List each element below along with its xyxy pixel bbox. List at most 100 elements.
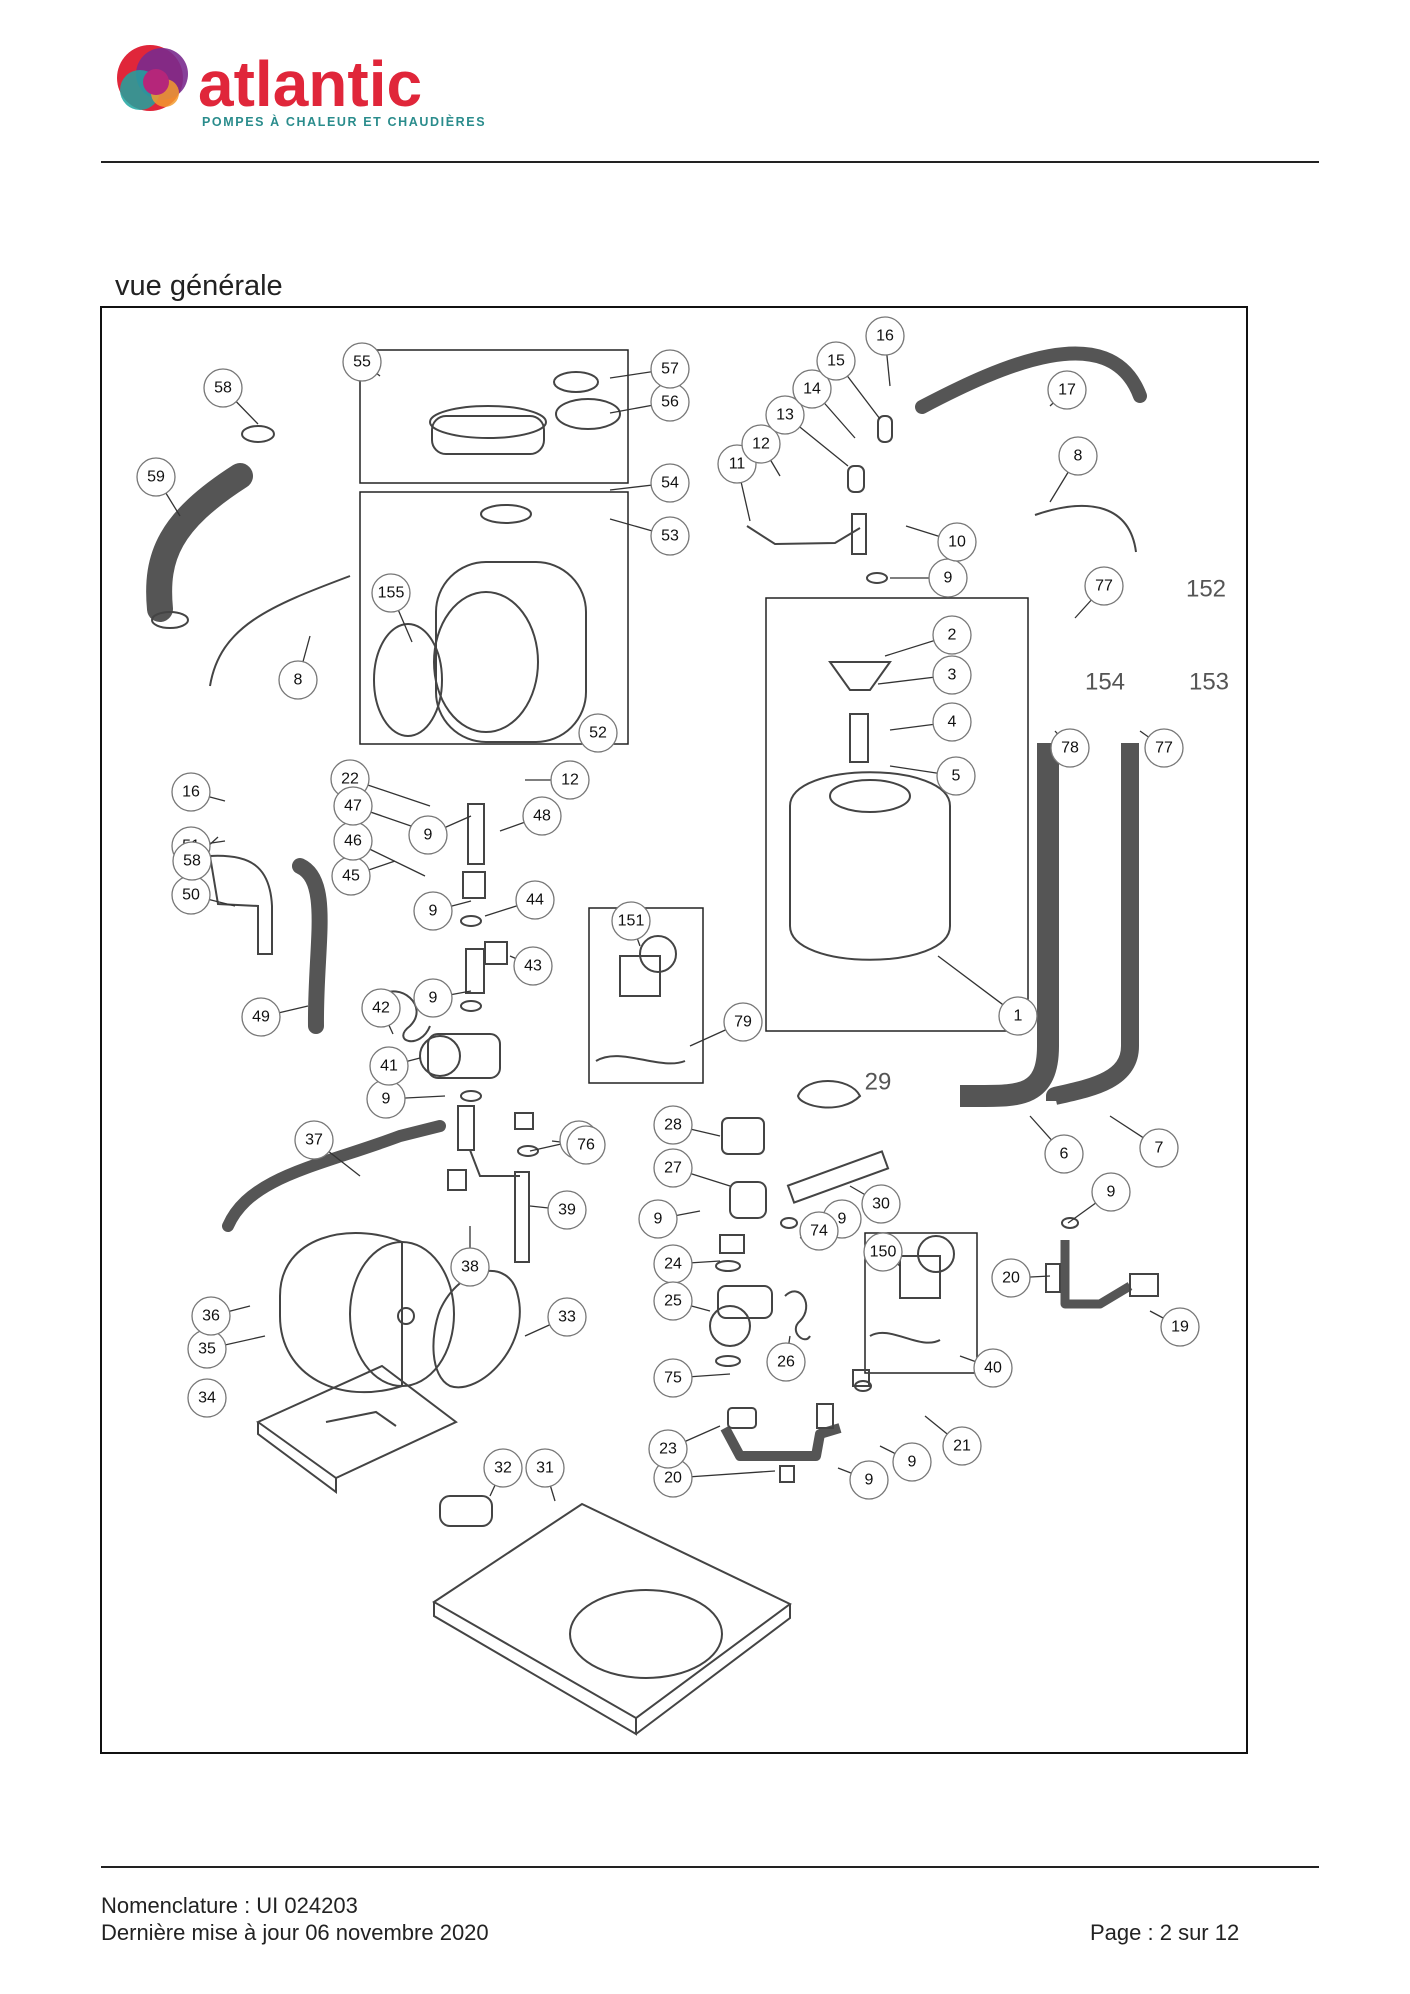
part-shape xyxy=(279,1232,403,1394)
part-shape xyxy=(915,346,1147,414)
callout-number: 58 xyxy=(183,853,201,870)
callout-78: 78 xyxy=(1050,728,1090,768)
part-shape xyxy=(514,1112,534,1130)
part-shape xyxy=(720,1423,842,1461)
part-shape xyxy=(146,463,253,622)
part-shape xyxy=(729,1181,767,1219)
part-shape xyxy=(719,1234,745,1254)
subassembly-box xyxy=(359,349,629,484)
callout-9: 9 xyxy=(892,1442,932,1482)
callout-21: 21 xyxy=(942,1426,982,1466)
part-shape xyxy=(1061,1217,1079,1229)
callout-59: 59 xyxy=(136,457,176,497)
callout-151: 151 xyxy=(611,901,651,941)
part-shape xyxy=(1045,1263,1061,1293)
callout-9: 9 xyxy=(638,1199,678,1239)
callout-40: 40 xyxy=(973,1348,1013,1388)
callout-50: 50 xyxy=(171,875,211,915)
callout-number: 9 xyxy=(424,827,433,844)
part-shape xyxy=(595,1055,686,1065)
part-shape xyxy=(397,1307,415,1325)
callout-number: 9 xyxy=(654,1211,663,1228)
callout-28: 28 xyxy=(653,1105,693,1145)
callout-number: 77 xyxy=(1155,740,1173,757)
logo-mark-icon xyxy=(117,45,188,111)
part-shape xyxy=(789,771,951,961)
callout-2: 2 xyxy=(932,615,972,655)
callout-number: 35 xyxy=(198,1341,216,1358)
callout-19: 19 xyxy=(1160,1307,1200,1347)
callout-8: 8 xyxy=(1058,436,1098,476)
callout-7: 7 xyxy=(1139,1128,1179,1168)
callout-34: 34 xyxy=(187,1378,227,1418)
part-shape xyxy=(869,1331,941,1344)
part-shape xyxy=(877,415,893,443)
callout-number: 16 xyxy=(182,784,200,801)
part-shape xyxy=(439,1495,493,1527)
part-shape xyxy=(256,1364,458,1480)
callout-39: 39 xyxy=(547,1190,587,1230)
part-shape xyxy=(373,623,443,737)
callout-number: 9 xyxy=(382,1091,391,1108)
callout-25: 25 xyxy=(653,1281,693,1321)
callout-number: 57 xyxy=(661,361,679,378)
callout-17: 17 xyxy=(1047,370,1087,410)
callout-number: 13 xyxy=(776,407,794,424)
callout-1: 1 xyxy=(998,996,1038,1036)
subassembly-box xyxy=(765,597,1029,1032)
part-shape xyxy=(780,1217,798,1229)
bare-label-154: 154 xyxy=(1085,669,1125,696)
callout-number: 52 xyxy=(589,725,607,742)
brand-tagline: POMPES À CHALEUR ET CHAUDIÈRES xyxy=(202,114,486,129)
callout-41: 41 xyxy=(369,1046,409,1086)
part-shape xyxy=(555,398,621,430)
part-shape xyxy=(849,713,869,763)
callout-53: 53 xyxy=(650,516,690,556)
footer-last-update: Dernière mise à jour 06 novembre 2020 xyxy=(101,1920,489,1945)
part-shape xyxy=(715,1355,741,1367)
callout-46: 46 xyxy=(333,821,373,861)
callout-number: 9 xyxy=(1107,1184,1116,1201)
callout-number: 26 xyxy=(777,1354,795,1371)
part-shape xyxy=(851,513,867,555)
part-shape xyxy=(727,1407,757,1429)
callout-45: 45 xyxy=(331,856,371,896)
callout-13: 13 xyxy=(765,395,805,435)
header-rule xyxy=(101,161,1319,163)
part-shape xyxy=(462,871,486,899)
part-shape xyxy=(569,1589,723,1679)
callout-20: 20 xyxy=(991,1258,1031,1298)
subassembly-box xyxy=(864,1232,978,1374)
callout-number: 14 xyxy=(803,381,821,398)
callout-number: 45 xyxy=(342,868,360,885)
part-shape xyxy=(447,1169,467,1191)
part-shape xyxy=(866,572,888,584)
callout-31: 31 xyxy=(525,1448,565,1488)
part-shape xyxy=(1060,1240,1133,1309)
callout-38: 38 xyxy=(450,1247,490,1287)
part-shape xyxy=(917,1235,955,1273)
part-shape xyxy=(796,1080,862,1109)
part-shape xyxy=(433,591,539,733)
part-shape xyxy=(746,525,861,546)
callout-number: 4 xyxy=(948,714,957,731)
callout-27: 27 xyxy=(653,1148,693,1188)
part-shape xyxy=(514,1171,530,1263)
callout-number: 9 xyxy=(908,1454,917,1471)
callout-35: 35 xyxy=(187,1329,227,1369)
callout-6: 6 xyxy=(1044,1134,1084,1174)
callout-37: 37 xyxy=(294,1120,334,1160)
part-shape xyxy=(460,915,482,927)
callout-77: 77 xyxy=(1144,728,1184,768)
callout-number: 16 xyxy=(876,328,894,345)
callout-16: 16 xyxy=(865,316,905,356)
callout-number: 9 xyxy=(429,990,438,1007)
part-drawings xyxy=(146,346,1159,1736)
callout-9: 9 xyxy=(928,558,968,598)
section-title: vue générale xyxy=(115,270,283,302)
callout-number: 49 xyxy=(252,1009,270,1026)
part-shape xyxy=(379,990,431,1043)
callout-9: 9 xyxy=(1091,1172,1131,1212)
callout-number: 17 xyxy=(1058,382,1076,399)
callout-43: 43 xyxy=(513,946,553,986)
